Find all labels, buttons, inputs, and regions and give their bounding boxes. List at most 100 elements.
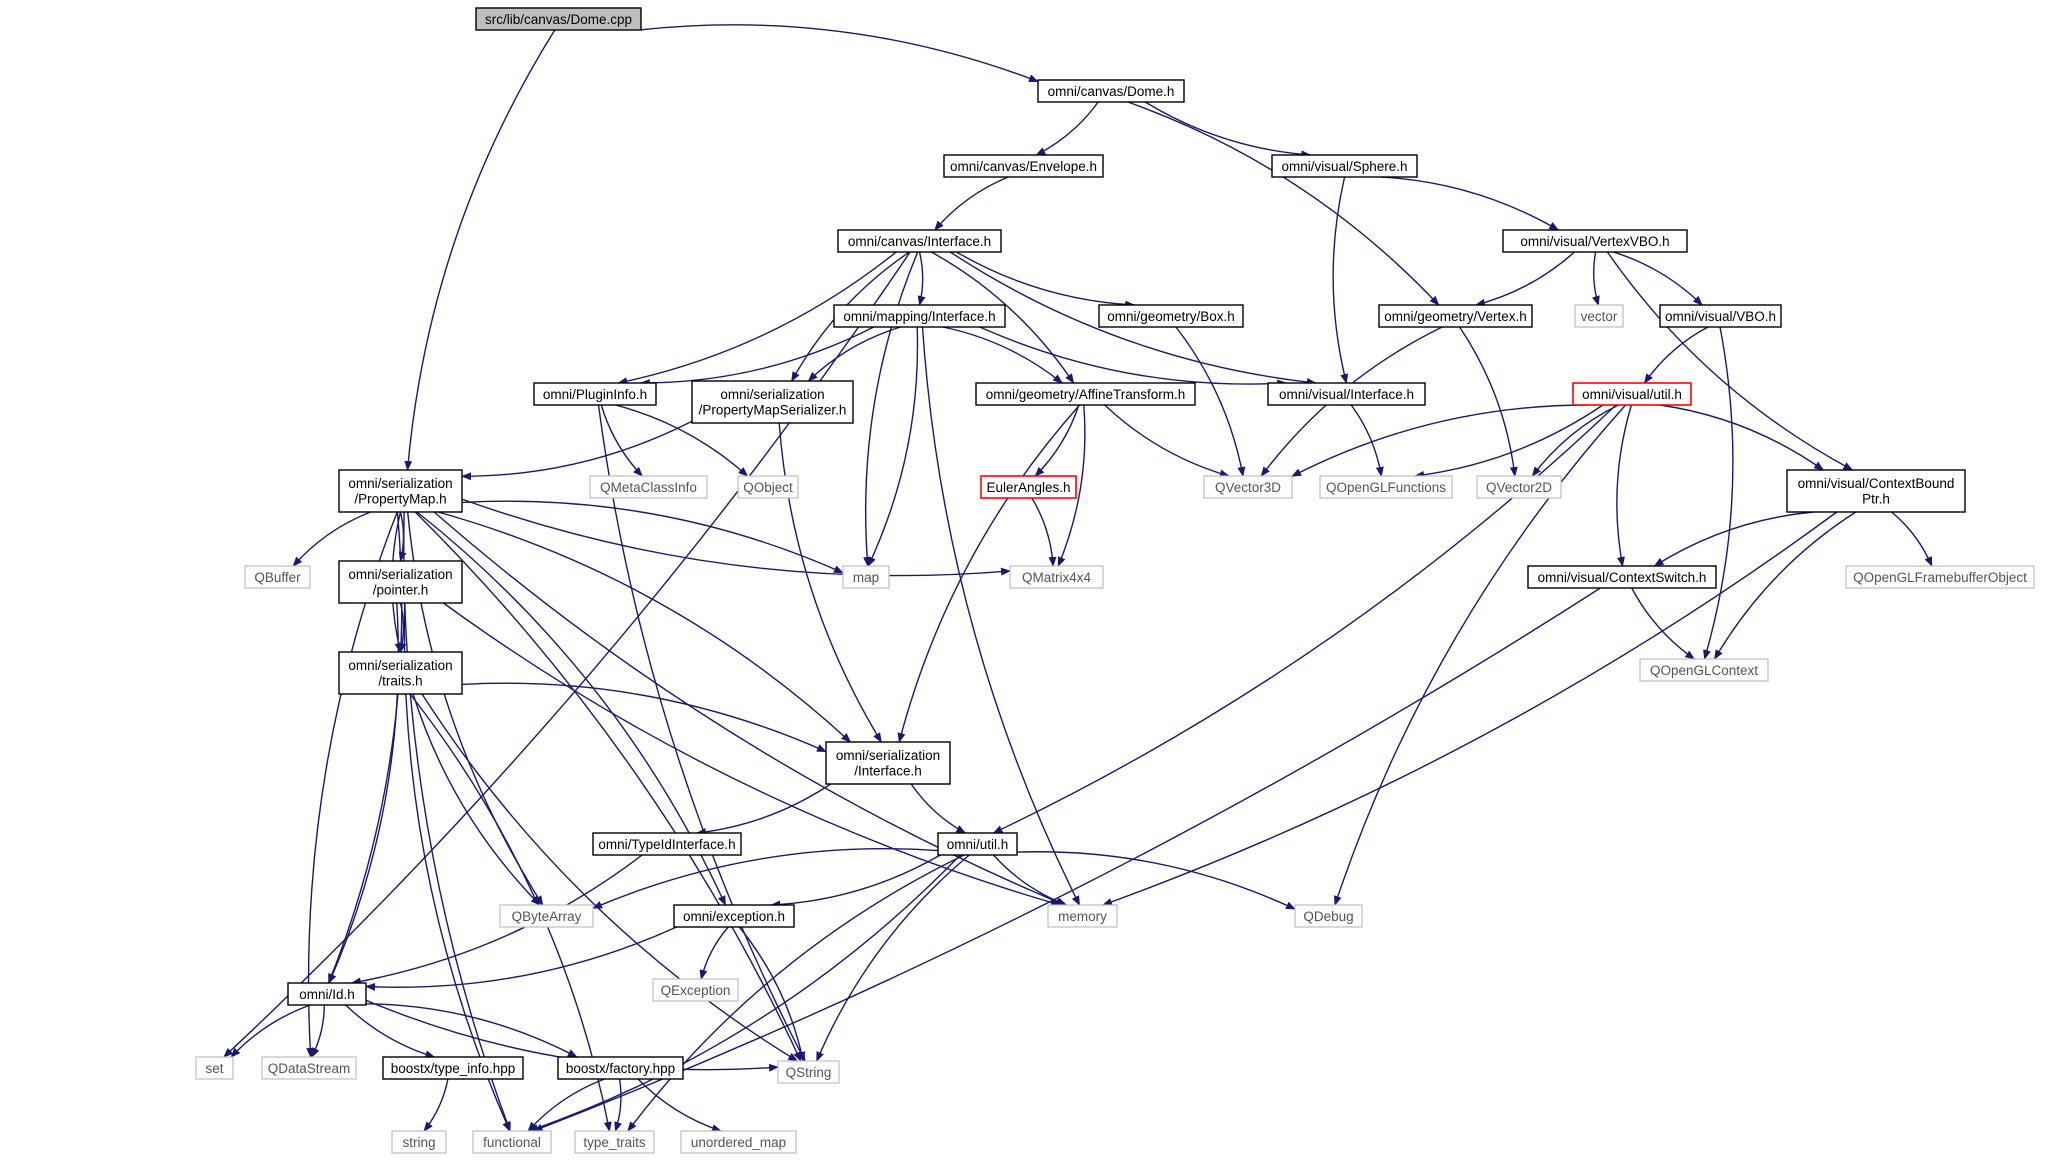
node-qobject-label-0: QObject xyxy=(743,480,793,495)
edge-canvas_interface_h-to-set xyxy=(223,251,911,1058)
node-ser_interface_h-box xyxy=(825,741,951,785)
node-vertexvbo_h[interactable]: omni/visual/VertexVBO.h xyxy=(1502,229,1688,253)
node-qopenglfbo-box xyxy=(1845,565,2035,589)
node-functional-label-0: functional xyxy=(483,1135,541,1150)
edge-util_h-to-qdebug xyxy=(1016,851,1296,910)
node-vertex_h[interactable]: omni/geometry/Vertex.h xyxy=(1378,304,1533,328)
node-qdebug-label-0: QDebug xyxy=(1303,909,1353,924)
edge-envelope_h-to-canvas_interface_h xyxy=(934,176,1009,231)
node-qbytearray-label-0: QByteArray xyxy=(512,909,582,924)
node-qbuffer-box xyxy=(244,565,311,589)
edge-pmserializer_h-to-propertymap_h xyxy=(461,420,693,481)
node-visual_interface_h-label-0: omni/visual/Interface.h xyxy=(1279,387,1414,402)
node-exception_h[interactable]: omni/exception.h xyxy=(673,904,795,928)
node-envelope_h[interactable]: omni/canvas/Envelope.h xyxy=(943,154,1104,178)
node-traits_h[interactable]: omni/serialization/traits.h xyxy=(338,651,463,695)
node-visual_interface_h-box xyxy=(1267,382,1426,406)
node-util_h-label-0: omni/util.h xyxy=(947,837,1009,852)
edge-propertymap_h-to-qstring xyxy=(414,511,802,1062)
edge-util_visual_h-to-qvector2d xyxy=(1531,404,1619,477)
node-pointer_h-label-1: /pointer.h xyxy=(373,583,429,598)
node-qmetaclassinfo-label-0: QMetaClassInfo xyxy=(600,480,697,495)
node-vector-label-0: vector xyxy=(1581,309,1618,324)
edge-affine_h-to-qvector3d xyxy=(1104,404,1230,478)
node-map: map xyxy=(842,565,890,589)
node-eulerangles_h[interactable]: EulerAngles.h xyxy=(980,475,1077,499)
edge-propertymap_h-to-functional xyxy=(403,511,511,1132)
node-qdatastream-box xyxy=(261,1056,357,1080)
node-qopenglcontext-box xyxy=(1639,658,1769,682)
edge-traits_h-to-ser_interface_h xyxy=(461,682,827,753)
node-envelope_h-label-0: omni/canvas/Envelope.h xyxy=(950,159,1097,174)
node-qexception: QException xyxy=(652,978,739,1002)
node-qvector3d-box xyxy=(1203,475,1293,499)
node-qvector3d-label-0: QVector3D xyxy=(1215,480,1281,495)
node-qdebug-box xyxy=(1294,904,1363,928)
node-id_h[interactable]: omni/Id.h xyxy=(287,982,367,1006)
node-propertymap_h[interactable]: omni/serialization/PropertyMap.h xyxy=(338,469,463,513)
node-eulerangles_h-label-0: EulerAngles.h xyxy=(986,480,1070,495)
node-visual_interface_h[interactable]: omni/visual/Interface.h xyxy=(1267,382,1426,406)
node-util_h[interactable]: omni/util.h xyxy=(937,832,1018,856)
node-type_info_hpp-label-0: boostx/type_info.hpp xyxy=(391,1061,516,1076)
node-vbo_h[interactable]: omni/visual/VBO.h xyxy=(1659,304,1782,328)
edge-util_h-to-qbytearray xyxy=(592,847,939,909)
node-qexception-label-0: QException xyxy=(661,983,731,998)
edge-mapping_interface_h-to-pmserializer_h xyxy=(807,326,901,382)
node-qvector2d-label-0: QVector2D xyxy=(1486,480,1552,495)
node-ser_interface_h[interactable]: omni/serialization/Interface.h xyxy=(825,741,951,785)
node-id_h-label-0: omni/Id.h xyxy=(299,987,355,1002)
edge-mapping_interface_h-to-affine_h xyxy=(942,326,1063,384)
edge-util_visual_h-to-contextswitch_h xyxy=(1616,404,1633,567)
node-qdatastream-label-0: QDataStream xyxy=(268,1061,351,1076)
node-factory_hpp[interactable]: boostx/factory.hpp xyxy=(557,1056,684,1080)
node-set-box xyxy=(195,1056,234,1080)
node-mapping_interface_h-label-0: omni/mapping/Interface.h xyxy=(843,309,995,324)
node-contextswitch_h[interactable]: omni/visual/ContextSwitch.h xyxy=(1527,565,1717,589)
node-mapping_interface_h[interactable]: omni/mapping/Interface.h xyxy=(833,304,1006,328)
edge-propertymap_h-to-memory xyxy=(433,511,1066,906)
node-pointer_h[interactable]: omni/serialization/pointer.h xyxy=(338,560,463,604)
node-qopenglfunctions-box xyxy=(1319,475,1453,499)
node-plugininfo_h[interactable]: omni/PluginInfo.h xyxy=(533,382,657,406)
edge-util_visual_h-to-qdebug xyxy=(1333,404,1627,906)
edge-util_h-to-qstring xyxy=(816,854,970,1062)
node-pointer_h-box xyxy=(338,560,463,604)
node-type_traits: type_traits xyxy=(574,1130,655,1154)
edge-canvas_interface_h-to-visual_interface_h xyxy=(949,251,1317,387)
edge-pointer_h-to-traits_h xyxy=(398,602,407,653)
node-traits_h-box xyxy=(338,651,463,695)
node-affine_h[interactable]: omni/geometry/AffineTransform.h xyxy=(975,382,1196,406)
edge-propertymap_h-to-qmatrix4x4 xyxy=(461,498,1011,577)
node-dome_h-label-0: omni/canvas/Dome.h xyxy=(1048,84,1175,99)
node-set: set xyxy=(195,1056,234,1080)
node-dome_cpp-box xyxy=(475,7,642,31)
edge-affine_h-to-ser_interface_h xyxy=(897,404,1081,743)
node-box_h[interactable]: omni/geometry/Box.h xyxy=(1098,304,1244,328)
node-dome_cpp[interactable]: src/lib/canvas/Dome.cpp xyxy=(475,7,642,31)
edge-dome_cpp-to-dome_h xyxy=(640,24,1039,83)
node-qvector3d: QVector3D xyxy=(1203,475,1293,499)
node-string: string xyxy=(391,1130,447,1154)
edge-vbo_h-to-qopenglcontext xyxy=(1703,326,1734,660)
node-pmserializer_h[interactable]: omni/serialization/PropertyMapSerializer… xyxy=(691,380,854,424)
node-plugininfo_h-label-0: omni/PluginInfo.h xyxy=(543,387,647,402)
node-box_h-box xyxy=(1098,304,1244,328)
edge-affine_h-to-qmatrix4x4 xyxy=(1057,404,1086,567)
node-vertex_h-label-0: omni/geometry/Vertex.h xyxy=(1384,309,1527,324)
edge-mapping_interface_h-to-visual_interface_h xyxy=(979,326,1288,388)
node-vector: vector xyxy=(1574,304,1624,328)
node-typeidinterface_h[interactable]: omni/TypeIdInterface.h xyxy=(592,832,742,856)
edge-traits_h-to-qbytearray xyxy=(412,693,541,906)
node-dome_h[interactable]: omni/canvas/Dome.h xyxy=(1037,79,1185,103)
node-factory_hpp-label-0: boostx/factory.hpp xyxy=(566,1061,675,1076)
edge-dome_cpp-to-propertymap_h xyxy=(404,29,556,471)
node-sphere_h[interactable]: omni/visual/Sphere.h xyxy=(1271,154,1418,178)
node-type_info_hpp[interactable]: boostx/type_info.hpp xyxy=(382,1056,524,1080)
node-canvas_interface_h[interactable]: omni/canvas/Interface.h xyxy=(837,229,1002,253)
node-qmatrix4x4-label-0: QMatrix4x4 xyxy=(1022,570,1092,585)
edge-factory_hpp-to-type_traits xyxy=(614,1078,622,1132)
node-memory-label-0: memory xyxy=(1058,909,1107,924)
node-util_visual_h[interactable]: omni/visual/util.h xyxy=(1572,382,1692,406)
